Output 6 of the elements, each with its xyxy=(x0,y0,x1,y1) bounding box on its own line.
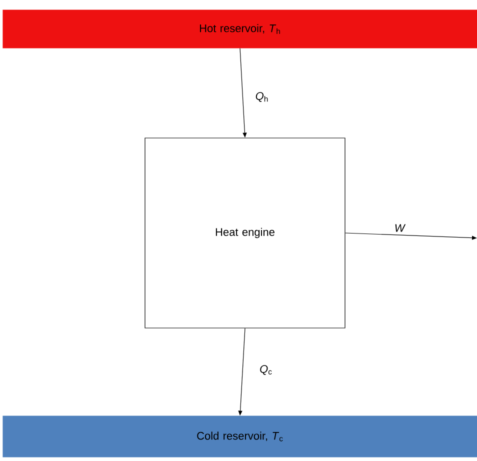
edge-label: W xyxy=(393,223,407,233)
edge-label: Q$_{h}$ xyxy=(254,91,270,103)
engine-box: Heat engine xyxy=(144,138,346,328)
cold-reservoir-bar: Cold reservoir, T$_{c}$ xyxy=(2,416,477,458)
hot-reservoir-bar: Hot reservoir, T$_{h}$ xyxy=(2,10,477,48)
edge-label: Q$_{c}$ xyxy=(258,364,274,376)
